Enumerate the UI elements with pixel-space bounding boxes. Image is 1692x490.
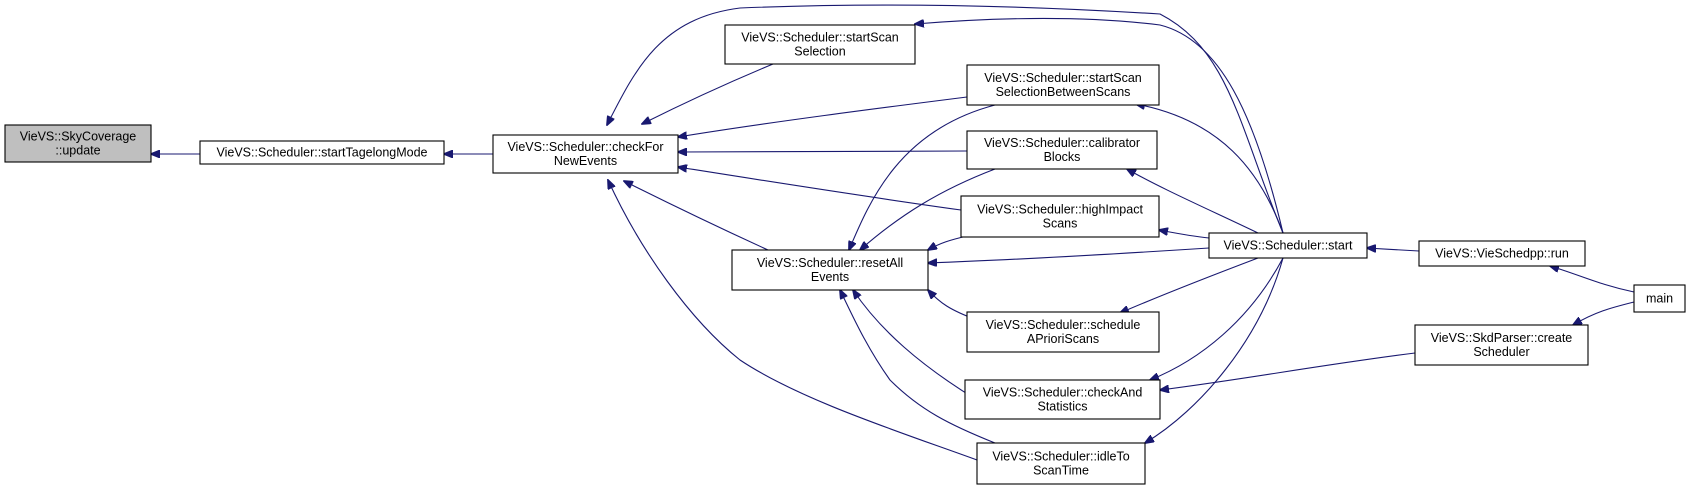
node-label-startScanSelectionBetween-line-1: SelectionBetweenScans	[996, 85, 1131, 99]
edge-start-to-checkForNewEvents	[607, 4, 1284, 234]
edge-skdParserCreate-to-checkAndStatistics	[1160, 352, 1416, 390]
edge-start-to-startScanSelection	[915, 17, 1284, 234]
node-box-highImpactScans[interactable]	[960, 195, 1160, 238]
node-label-resetAllEvents-line-1: Events	[811, 270, 849, 284]
node-label-vieSchedppRun-line-0: VieVS::VieSchedpp::run	[1435, 247, 1569, 261]
edge-start-to-resetAllEvents	[928, 247, 1210, 263]
node-label-idleToScanTime-line-0: VieVS::Scheduler::idleTo	[992, 450, 1129, 464]
node-label-checkForNewEvents-line-0: VieVS::Scheduler::checkFor	[507, 140, 663, 154]
node-label-start-line-0: VieVS::Scheduler::start	[1223, 239, 1353, 253]
node-label-scheduleAPriori-line-1: APrioriScans	[1027, 332, 1099, 346]
node-box-startScanSelection[interactable]	[724, 24, 916, 65]
node-box-update[interactable]	[4, 124, 152, 163]
node-label-startScanSelection-line-1: Selection	[794, 45, 845, 59]
node-label-startScanSelection-line-0: VieVS::Scheduler::startScan	[741, 31, 899, 45]
node-main[interactable]: main	[1633, 284, 1686, 313]
edge-calibratorBlocks-to-checkForNewEvents	[678, 151, 968, 152]
node-update[interactable]: VieVS::SkyCoverage::update	[4, 124, 152, 163]
node-label-checkAndStatistics-line-0: VieVS::Scheduler::checkAnd	[983, 386, 1143, 400]
node-box-skdParserCreate[interactable]	[1414, 324, 1589, 366]
node-startScanSelectionBetween[interactable]: VieVS::Scheduler::startScanSelectionBetw…	[966, 64, 1160, 106]
node-box-vieSchedppRun[interactable]	[1418, 240, 1586, 267]
node-label-checkForNewEvents-line-1: NewEvents	[554, 154, 617, 168]
edge-start-to-highImpactScans	[1159, 230, 1210, 239]
node-start[interactable]: VieVS::Scheduler::start	[1208, 232, 1368, 259]
node-label-main-line-0: main	[1646, 292, 1673, 306]
edge-checkAndStatistics-to-resetAllEvents	[853, 290, 978, 401]
node-label-resetAllEvents-line-0: VieVS::Scheduler::resetAll	[757, 256, 903, 270]
node-box-start[interactable]	[1208, 232, 1368, 259]
node-label-checkAndStatistics-line-1: Statistics	[1037, 400, 1087, 414]
node-box-resetAllEvents[interactable]	[731, 249, 929, 291]
node-box-checkForNewEvents[interactable]	[492, 134, 679, 174]
edge-start-to-scheduleAPriori	[1120, 257, 1259, 313]
node-box-checkAndStatistics[interactable]	[964, 379, 1161, 420]
edge-start-to-checkAndStatistics	[1150, 257, 1284, 380]
node-box-startTagelong[interactable]	[199, 140, 445, 165]
node-vieSchedppRun[interactable]: VieVS::VieSchedpp::run	[1418, 240, 1586, 267]
node-label-skdParserCreate-line-0: VieVS::SkdParser::create	[1431, 331, 1573, 345]
edge-main-to-vieSchedppRun	[1550, 266, 1635, 293]
edge-main-to-skdParserCreate	[1573, 301, 1635, 325]
node-box-startScanSelectionBetween[interactable]	[966, 64, 1160, 106]
edge-start-to-startScanSelectionBetween	[1136, 104, 1284, 234]
edge-vieSchedppRun-to-start	[1367, 248, 1420, 251]
edge-idleToScanTime-to-checkForNewEvents	[608, 180, 978, 461]
node-box-idleToScanTime[interactable]	[976, 442, 1146, 485]
node-box-calibratorBlocks[interactable]	[966, 130, 1158, 170]
edge-resetAllEvents-to-checkForNewEvents	[624, 181, 769, 251]
edges-layer	[151, 4, 1635, 461]
node-label-scheduleAPriori-line-0: VieVS::Scheduler::schedule	[986, 318, 1141, 332]
edge-highImpactScans-to-checkForNewEvents	[678, 167, 962, 211]
node-label-highImpactScans-line-0: VieVS::Scheduler::highImpact	[977, 203, 1143, 217]
node-label-startScanSelectionBetween-line-0: VieVS::Scheduler::startScan	[984, 71, 1142, 85]
node-label-update-line-0: VieVS::SkyCoverage	[20, 130, 137, 144]
node-box-main[interactable]	[1633, 284, 1686, 313]
node-label-skdParserCreate-line-1: Scheduler	[1473, 345, 1529, 359]
node-label-update-line-1: ::update	[55, 144, 100, 158]
node-label-idleToScanTime-line-1: ScanTime	[1033, 464, 1089, 478]
edge-start-to-calibratorBlocks	[1127, 169, 1259, 234]
edge-startScanSelectionBetween-to-checkForNewEvents	[678, 96, 968, 137]
node-label-calibratorBlocks-line-1: Blocks	[1044, 150, 1081, 164]
node-label-highImpactScans-line-1: Scans	[1043, 217, 1078, 231]
edge-startScanSelection-to-checkForNewEvents	[642, 63, 774, 124]
edge-startScanSelectionBetween-to-resetAllEvents	[849, 104, 996, 250]
node-box-scheduleAPriori[interactable]	[966, 311, 1160, 353]
node-label-startTagelong-line-0: VieVS::Scheduler::startTagelongMode	[216, 146, 427, 160]
node-startTagelong[interactable]: VieVS::Scheduler::startTagelongMode	[199, 140, 445, 165]
edge-calibratorBlocks-to-resetAllEvents	[860, 168, 996, 250]
edge-start-to-idleToScanTime	[1145, 257, 1284, 443]
edge-highImpactScans-to-resetAllEvents	[928, 235, 968, 250]
edge-idleToScanTime-to-resetAllEvents	[840, 290, 996, 444]
node-label-calibratorBlocks-line-0: VieVS::Scheduler::calibrator	[984, 136, 1140, 150]
